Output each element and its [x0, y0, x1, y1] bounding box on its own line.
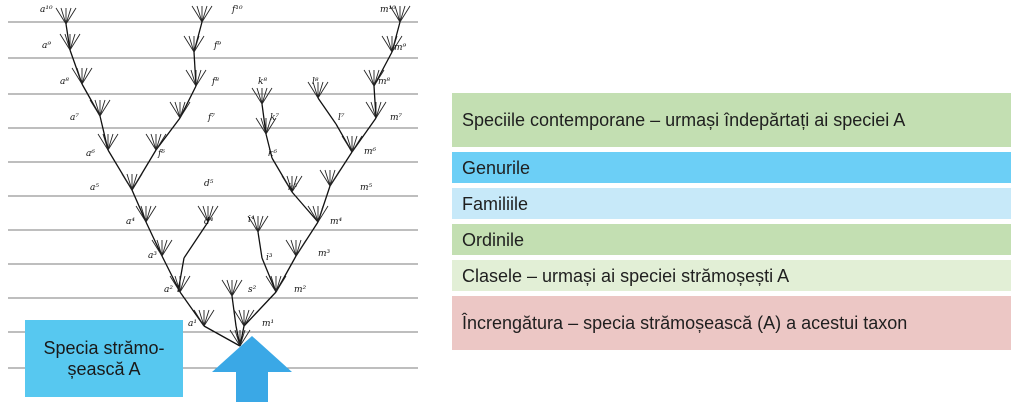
branch: [318, 98, 336, 124]
species-label: a¹: [188, 319, 197, 329]
species-label: a⁵: [90, 183, 99, 193]
species-label: d⁴: [204, 217, 214, 227]
species-label: m⁷: [390, 113, 403, 123]
branch: [232, 296, 236, 326]
species-label: l⁷: [338, 113, 345, 123]
legend-label: Clasele – urmași ai speciei strămoșești …: [462, 266, 789, 286]
legend-label: Încrengătura – specia strămoșească (A) a…: [462, 313, 907, 333]
species-label: m⁹: [394, 43, 407, 53]
branch-tuft: [286, 240, 306, 256]
species-label: k⁵: [288, 183, 297, 193]
branch-tuft: [366, 102, 386, 118]
branch-tuft: [252, 88, 272, 104]
branch-tuft: [192, 6, 212, 22]
species-label: d⁵: [204, 179, 214, 189]
branch: [258, 232, 262, 258]
species-label: a⁶: [86, 149, 95, 159]
legend-label: Familiile: [462, 194, 528, 214]
up-arrow-icon: [212, 336, 292, 402]
branch-tuft: [186, 70, 206, 86]
legend-label: Speciile contemporane – urmași îndepărta…: [462, 110, 905, 130]
branch: [292, 192, 318, 222]
species-label: a⁹: [42, 41, 51, 51]
species-labels: a¹⁰ f¹⁰ m¹⁰ a⁹ f⁹ m⁹ a⁸ f⁸ m⁸ k⁸ l⁸ a⁷ f⁷ k⁷ l⁷ m⁷ a⁶ f⁶ k…: [40, 5, 407, 329]
species-label: f⁹: [213, 41, 221, 51]
species-label: f¹⁰: [231, 5, 243, 15]
branch-tuft: [222, 280, 242, 296]
branch-tuft: [98, 134, 118, 150]
species-label: f⁸: [211, 77, 219, 87]
species-label: k⁸: [258, 77, 267, 87]
species-label: s²: [248, 285, 257, 295]
branch-tuft: [184, 36, 204, 52]
ancestor-species-label: Specia strămo-șească A: [31, 338, 177, 380]
species-label: l⁸: [312, 77, 319, 87]
species-label: a³: [148, 251, 157, 261]
species-label: a⁴: [126, 217, 135, 227]
species-label: i⁴: [248, 215, 255, 225]
species-label: m³: [318, 249, 331, 259]
species-label: f⁷: [207, 113, 215, 123]
legend-row-orders: Ordinile: [452, 224, 1011, 255]
branch-tuft: [146, 134, 166, 150]
legend-label: Genurile: [462, 158, 530, 178]
species-label: k⁶: [268, 149, 277, 159]
species-label: k⁷: [270, 113, 279, 123]
branch-tuft: [320, 170, 340, 186]
branch: [262, 258, 276, 292]
legend-row-phylum: Încrengătura – specia strămoșească (A) a…: [452, 296, 1011, 350]
species-label: m¹: [262, 319, 274, 329]
branch-tuft: [136, 206, 156, 222]
branch-tuft: [342, 136, 362, 152]
legend-row-classes: Clasele – urmași ai speciei strămoșești …: [452, 260, 1011, 291]
branch: [156, 118, 180, 150]
species-label: m²: [294, 285, 307, 295]
legend-row-contemporary-species: Speciile contemporane – urmași îndepărta…: [452, 93, 1011, 147]
tree-branches: [66, 22, 400, 346]
legend-row-families: Familiile: [452, 188, 1011, 219]
branch: [262, 104, 266, 134]
branch-tuft: [194, 310, 214, 326]
species-label: m⁶: [364, 147, 377, 157]
taxon-legend: Speciile contemporane – urmași îndepărta…: [452, 93, 1011, 355]
species-label: a⁷: [70, 113, 79, 123]
ancestor-species-box: Specia strămo-șească A: [25, 320, 183, 397]
branch-tuft: [60, 34, 80, 50]
species-label: f⁶: [157, 149, 165, 159]
species-label: m⁸: [378, 77, 391, 87]
species-label: a⁸: [60, 77, 69, 87]
species-label: a¹⁰: [40, 5, 53, 15]
species-label: a²: [164, 285, 173, 295]
legend-row-genera: Genurile: [452, 152, 1011, 183]
branch: [180, 86, 196, 118]
branch-tuft: [72, 68, 92, 84]
legend-label: Ordinile: [462, 230, 524, 250]
species-label: i³: [266, 253, 273, 263]
generation-lines: [8, 22, 418, 368]
species-label: m⁴: [330, 217, 343, 227]
branch-tuft: [122, 174, 142, 190]
species-label: m⁵: [360, 183, 373, 193]
branch-tufts: [56, 6, 410, 346]
branch: [184, 222, 208, 258]
branch: [204, 326, 240, 346]
species-label: m¹⁰: [380, 5, 396, 15]
